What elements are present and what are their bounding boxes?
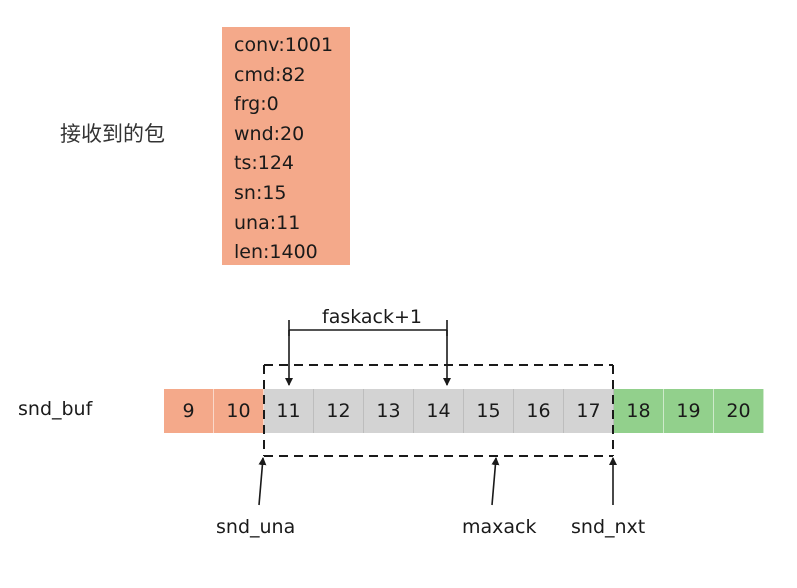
packet-field-wnd: wnd:20 — [234, 122, 305, 145]
buffer-cell: 15 — [464, 389, 514, 433]
packet-field-una: una:11 — [234, 211, 301, 234]
maxack-label: maxack — [462, 516, 537, 538]
faskack-label: faskack+1 — [322, 306, 423, 328]
packet-box: conv:1001 cmd:82 frg:0 wnd:20 ts:124 sn:… — [222, 27, 350, 265]
buffer-cell: 14 — [414, 389, 464, 433]
buffer-cell: 9 — [164, 389, 214, 433]
snd-nxt-label: snd_nxt — [571, 516, 646, 538]
snd-una-arrow — [258, 457, 267, 506]
packet-field-sn: sn:15 — [234, 181, 287, 204]
packet-label: 接收到的包 — [60, 122, 165, 146]
buffer-cell: 19 — [664, 389, 714, 433]
buffer-cell: 18 — [614, 389, 664, 433]
buffer-cell: 16 — [514, 389, 564, 433]
maxack-arrow — [491, 457, 500, 506]
packet-field-ts: ts:124 — [234, 152, 295, 175]
buffer-cell: 13 — [364, 389, 414, 433]
snd-buf-row: 9 10 11 12 13 14 15 16 17 18 19 20 — [164, 389, 764, 433]
buffer-cell: 11 — [264, 389, 314, 433]
packet-field-conv: conv:1001 — [234, 34, 334, 56]
buffer-cell: 20 — [714, 389, 764, 433]
packet-field-frg: frg:0 — [234, 93, 279, 116]
packet-field-len: len:1400 — [234, 241, 318, 264]
buffer-cell: 10 — [214, 389, 264, 433]
buffer-cell: 12 — [314, 389, 364, 433]
snd-buf-label: snd_buf — [18, 398, 93, 420]
snd-una-label: snd_una — [216, 516, 296, 538]
packet-field-cmd: cmd:82 — [234, 63, 306, 86]
